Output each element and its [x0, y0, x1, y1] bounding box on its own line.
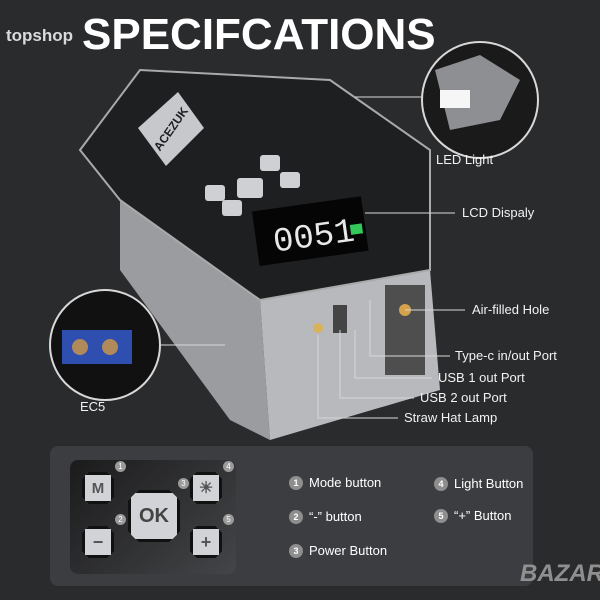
- badge-4: 4: [223, 461, 234, 472]
- callout-usb2-port: USB 2 out Port: [420, 390, 507, 405]
- callout-led-light: LED Light: [436, 152, 494, 167]
- mode-key: M: [82, 472, 114, 504]
- badge-3: 3: [178, 478, 189, 489]
- badge-5: 5: [223, 514, 234, 525]
- keypad: M OK ☀ − + 1 3 4 2 5: [70, 460, 236, 574]
- light-key: ☀: [190, 472, 222, 504]
- legend-item: 5“+” Button: [434, 508, 511, 523]
- callout-straw-hat-lamp: Straw Hat Lamp: [404, 410, 498, 425]
- ok-key: OK: [128, 490, 180, 542]
- watermark-bottom: BAZAR: [520, 560, 600, 587]
- watermark-top: topshop: [6, 26, 74, 45]
- brand-plate: [138, 92, 204, 166]
- lcd-display: [251, 196, 369, 266]
- badge-1: 1: [115, 461, 126, 472]
- callout-type-c-port: Type-c in/out Port: [455, 348, 557, 363]
- badge-2: 2: [115, 514, 126, 525]
- callout-air-filled-hole: Air-filled Hole: [472, 302, 550, 317]
- legend-item: 2“-” button: [289, 509, 362, 524]
- minus-key: −: [82, 526, 114, 558]
- callout-usb1-port: USB 1 out Port: [438, 370, 525, 385]
- callout-lcd-display: LCD Dispaly: [462, 205, 535, 220]
- page-title: SPECIFCATIONS: [82, 10, 436, 59]
- callout-ec5: EC5: [80, 399, 106, 414]
- led-light-icon: [440, 90, 470, 108]
- plus-key: +: [190, 526, 222, 558]
